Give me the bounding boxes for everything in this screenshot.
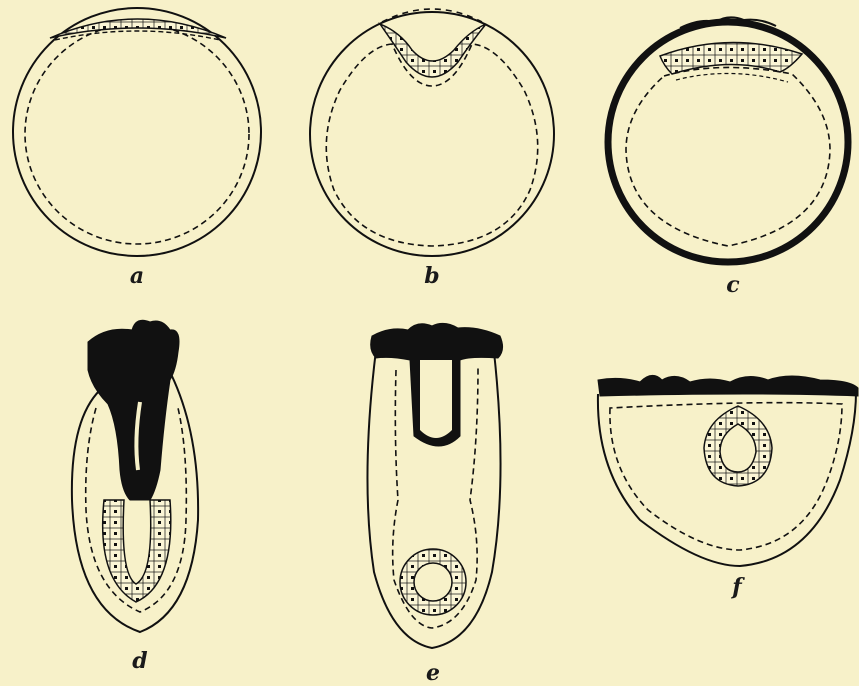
figure-e (367, 323, 502, 648)
figure-e-label: e (426, 662, 440, 684)
figure-b (310, 9, 554, 256)
figure-a (13, 8, 261, 256)
figure-b-label: b (424, 265, 439, 287)
figure-c-germ-disc (660, 42, 802, 74)
figure-c-label: c (726, 274, 739, 296)
figure-f-label: f (732, 576, 741, 598)
figure-a-outer-membrane (13, 8, 261, 256)
figure-c (608, 17, 848, 262)
figure-f-black-crust (598, 375, 858, 396)
figure-d-label: d (132, 650, 147, 672)
figure-c-inner-dashed-layer (626, 67, 830, 246)
figure-d-black-plug (88, 320, 179, 500)
figure-a-inner-dashed-layer (25, 24, 249, 244)
figure-d (72, 320, 198, 632)
figure-a-germ-disc (50, 19, 226, 38)
figure-a-label: a (130, 265, 144, 287)
figure-b-outer-membrane (310, 12, 554, 256)
figure-f (598, 375, 858, 566)
figure-b-invaginating-disc (380, 24, 486, 77)
figure-d-cell-sac (103, 500, 171, 602)
